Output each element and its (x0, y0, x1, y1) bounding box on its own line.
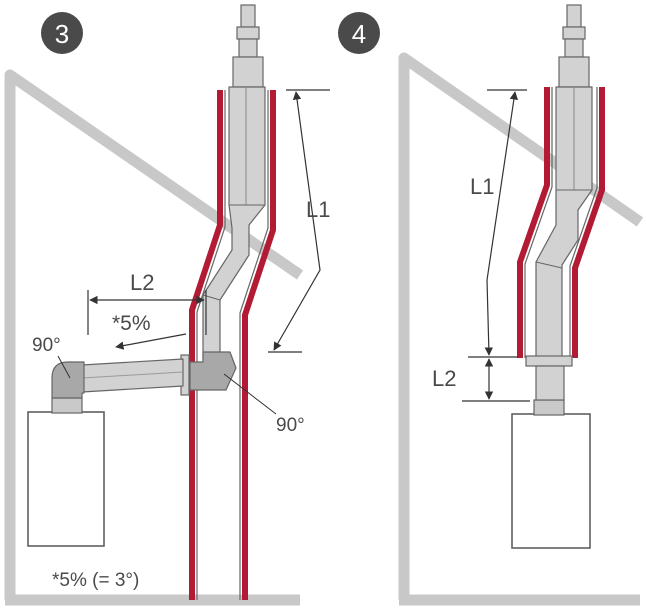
step-badge-4: 4 (338, 12, 380, 54)
boiler-flue-collar (533, 399, 565, 416)
label-l2: L2 (432, 366, 456, 391)
boiler-elbow-90 (51, 361, 85, 399)
boiler-flue-collar (51, 397, 83, 414)
connector-collar (525, 355, 573, 367)
step-badge-3: 3 (41, 12, 83, 54)
connector-pipe (535, 365, 565, 401)
label-elbow-top: 90° (32, 335, 61, 356)
label-elbow-bottom: 90° (276, 415, 305, 436)
dimension-l1-panel4: L1 (468, 89, 527, 358)
dimension-l1-panel3: L1 (268, 89, 330, 353)
chimney-liner-left (189, 90, 223, 600)
flue-terminal (232, 4, 264, 88)
chimney-liner-left-inner (524, 87, 553, 358)
vertical-flue-pipe (535, 86, 593, 359)
dimension-l2-panel3: L2 (87, 270, 207, 335)
vertical-flue-pipe (202, 86, 266, 361)
label-l1: L1 (306, 197, 330, 222)
step-number: 3 (55, 19, 69, 49)
house-outline (4, 69, 304, 606)
chimney-liner-right (242, 90, 276, 600)
lower-bend-90 (189, 351, 237, 391)
label-slope: *5% (112, 312, 151, 335)
label-l1: L1 (470, 174, 494, 199)
chimney-liner-right-inner (569, 87, 598, 358)
boiler (27, 411, 105, 547)
chimney-liner-right (572, 87, 605, 358)
panel-4: 4 L1 (338, 4, 644, 606)
step-number: 4 (352, 19, 366, 49)
boiler (511, 413, 591, 549)
slope-indicator: *5% (112, 312, 187, 350)
chimney-liner-right-inner (239, 90, 269, 600)
footnote: *5% (= 3°) (52, 570, 139, 591)
chimney-liner-left (517, 87, 550, 358)
dimension-l2-panel4: L2 (432, 358, 530, 402)
panel-3: 3 (4, 4, 330, 606)
label-l2: L2 (130, 270, 154, 295)
chimney-liner-left-inner (196, 90, 226, 600)
flue-terminal (558, 4, 590, 88)
